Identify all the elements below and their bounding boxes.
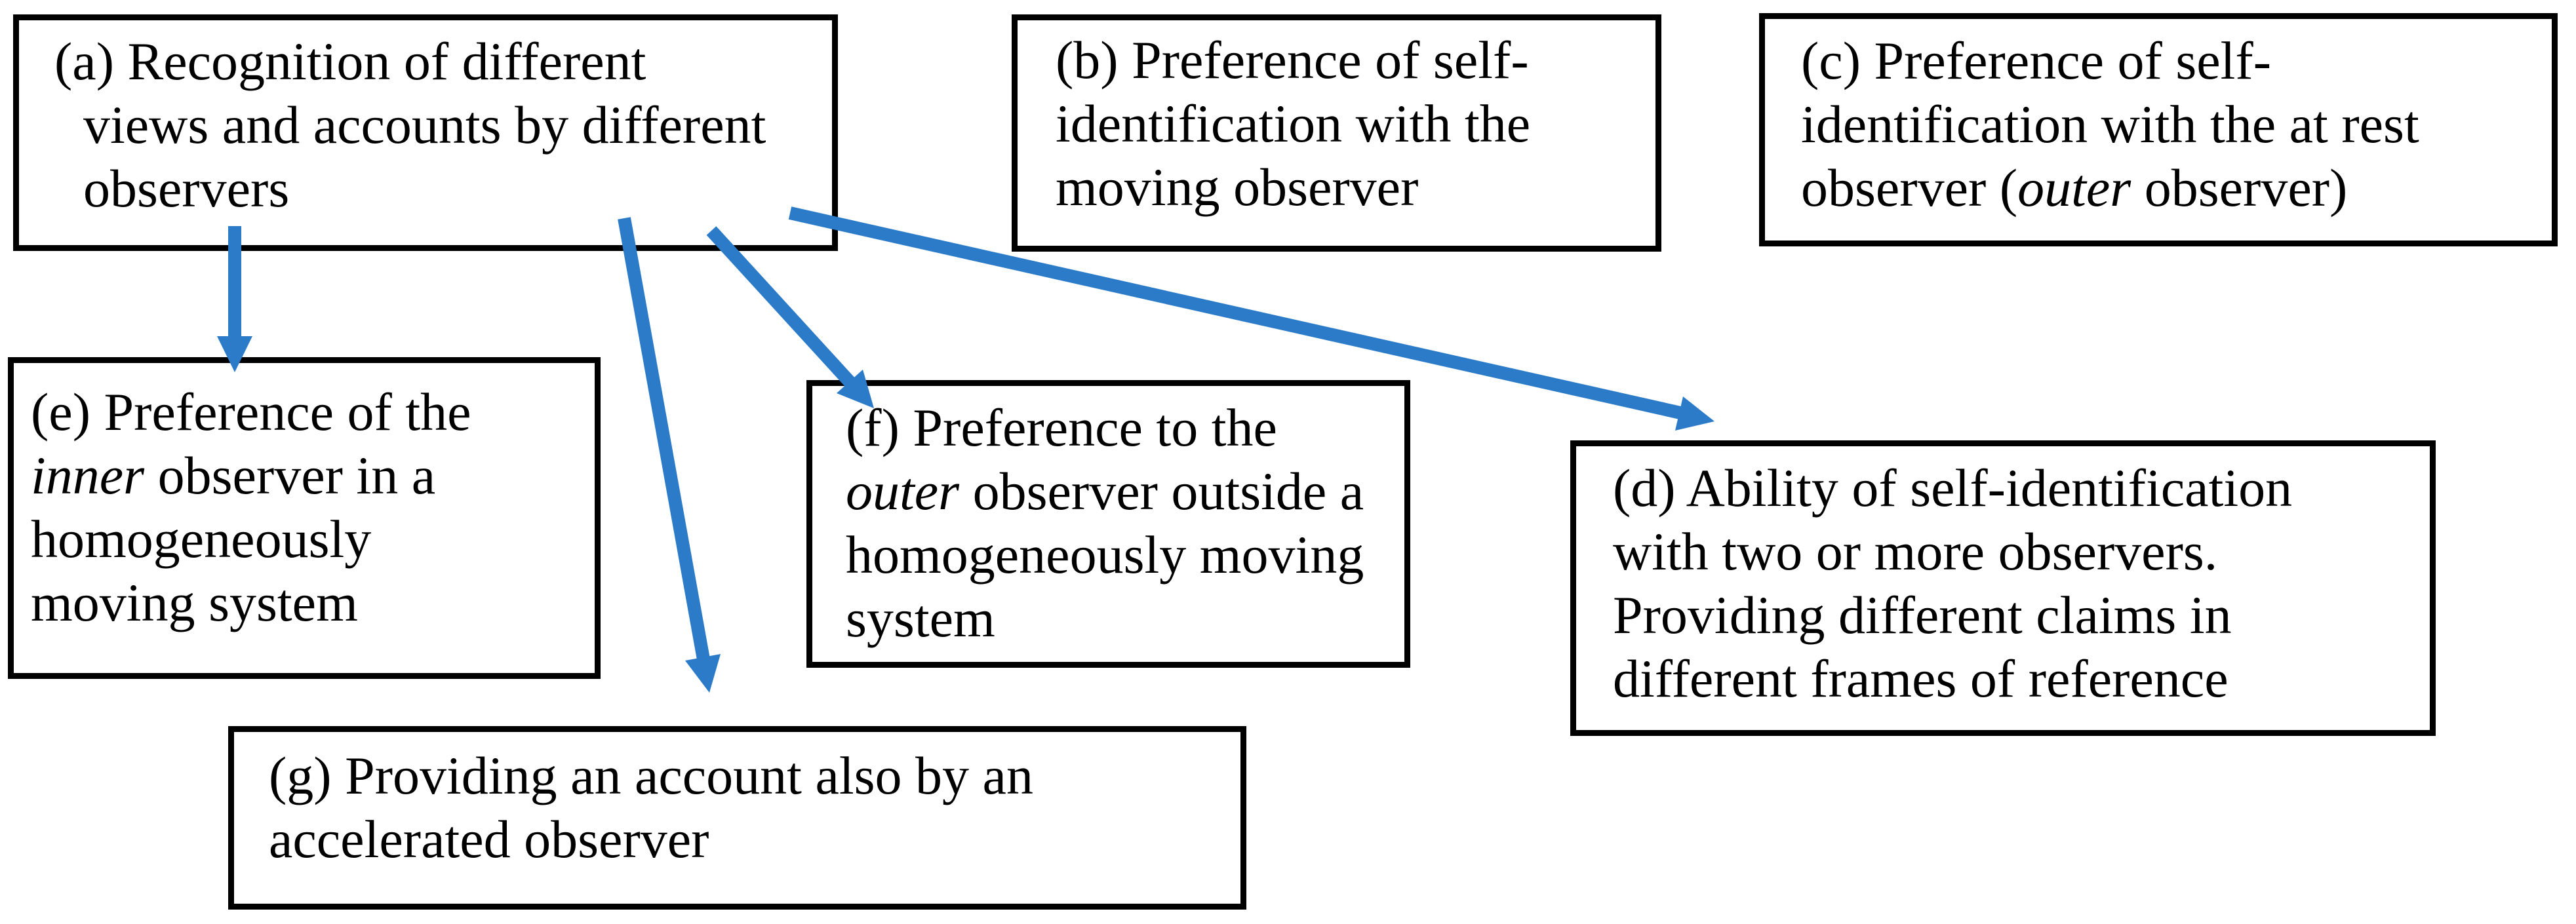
text-line: (b) Preference of self- <box>1056 30 1529 90</box>
text-line: moving observer <box>1056 157 1419 217</box>
text-line: outer observer outside a <box>846 461 1364 521</box>
text-line: different frames of reference <box>1613 649 2229 708</box>
text-line: identification with the <box>1056 94 1531 153</box>
text-line: with two or more observers. <box>1613 522 2218 581</box>
text-line: views and accounts by different <box>83 95 766 155</box>
text-line: observers <box>83 159 290 218</box>
text-line: inner observer in a <box>31 446 436 505</box>
text-line: identification with the at rest <box>1801 94 2419 154</box>
text-line: observer (outer observer) <box>1801 158 2348 218</box>
text-line: homogeneously <box>31 509 372 569</box>
text-line: (c) Preference of self- <box>1801 31 2272 90</box>
text-line: (a) Recognition of different <box>54 31 646 91</box>
box-b-preference-moving-observer: (b) Preference of self-identification wi… <box>1012 14 1661 252</box>
arrow-a-to-g-icon <box>618 217 721 693</box>
text-line: accelerated observer <box>269 809 709 869</box>
text-line: Providing different claims in <box>1613 585 2232 645</box>
text-line: moving system <box>31 573 358 632</box>
box-c-preference-at-rest-observer: (c) Preference of self-identification wi… <box>1759 13 2558 246</box>
text-line: (d) Ability of self-identification <box>1613 458 2293 518</box>
text-line: system <box>846 588 995 648</box>
text-line: (g) Providing an account also by an <box>269 746 1033 805</box>
text-line: (e) Preference of the <box>31 382 471 442</box>
text-line: homogeneously moving <box>846 525 1364 585</box>
text-line: (f) Preference to the <box>846 398 1277 457</box>
